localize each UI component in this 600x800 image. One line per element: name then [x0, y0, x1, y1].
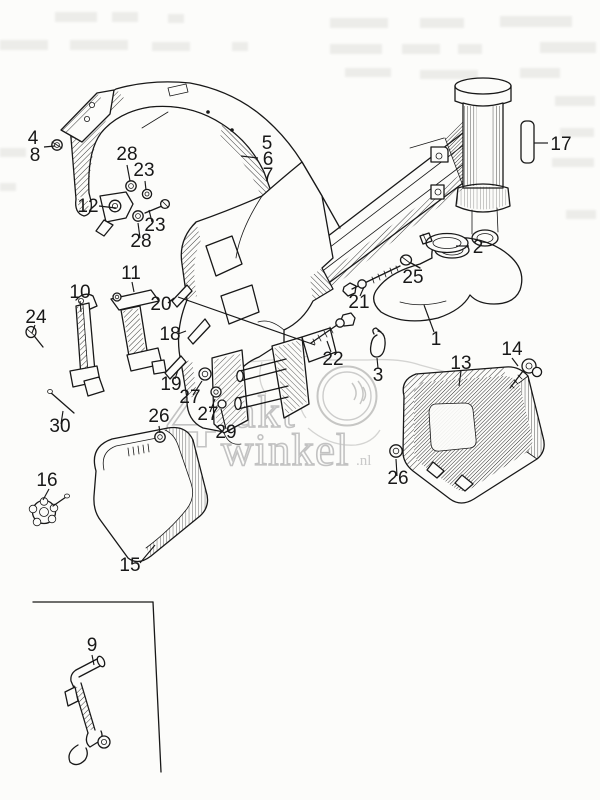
leader-line [220, 408, 227, 430]
leader-line [79, 300, 82, 313]
part-number-29: 29 [215, 422, 236, 443]
leader-line [359, 286, 365, 297]
bolt-4-8 [51, 139, 63, 151]
head-tube [430, 77, 512, 247]
screw-25 [399, 254, 421, 269]
leader-line [158, 425, 161, 434]
part-number-6: 6 [263, 149, 274, 170]
leader-line [192, 380, 203, 396]
part-number-20: 20 [150, 294, 171, 315]
leader-line [43, 145, 56, 148]
bolt-22 [310, 312, 356, 345]
part-number-19: 19 [160, 374, 181, 395]
clamp-12-hardware [95, 180, 171, 237]
watermark-logo-ring-outer [316, 365, 378, 427]
ghost-text-bleed [0, 12, 596, 219]
leader-line [376, 357, 379, 369]
center-body [177, 161, 337, 445]
leader-line [423, 304, 435, 333]
part-number-16: 16 [36, 470, 57, 491]
leader-line [240, 155, 259, 159]
left-side-cover [93, 426, 209, 563]
right-side-cover [402, 366, 545, 504]
inset-box [32, 601, 162, 773]
watermark-word-bottom: winkel [221, 425, 349, 475]
leader-line [144, 180, 147, 191]
part-number-14: 14 [501, 339, 523, 360]
leader-line [177, 296, 316, 346]
part-number-24: 24 [25, 307, 47, 328]
part-number-2: 2 [473, 237, 484, 258]
leader-line [395, 458, 398, 477]
screw-14 [509, 358, 543, 389]
leader-line [42, 488, 50, 501]
leader-line [326, 340, 332, 353]
sticker-17 [520, 120, 535, 164]
leader-line [458, 370, 462, 387]
part-number-13: 13 [450, 353, 471, 374]
frame-drawing [25, 77, 545, 773]
leader-line [98, 205, 117, 209]
hose-clamp [419, 232, 469, 254]
part-number-23: 23 [133, 160, 154, 181]
rod-30 [47, 389, 75, 414]
pad-20 [171, 284, 193, 308]
leader-line [511, 357, 519, 367]
part-number-21: 21 [348, 292, 369, 313]
knob-16 [28, 493, 70, 527]
part-number-3: 3 [373, 365, 384, 386]
pad-18 [187, 318, 211, 345]
stand-9 [64, 655, 111, 766]
leader-line [167, 297, 175, 304]
part-number-27: 27 [197, 404, 218, 425]
bolt-21 [342, 265, 401, 297]
part-number-22: 22 [322, 349, 343, 370]
part-number-12: 12 [77, 196, 98, 217]
part-number-9: 9 [87, 635, 98, 656]
watermark-logo-sprig [351, 380, 367, 405]
wire-clip-3 [369, 327, 386, 358]
part-number-4: 4 [28, 128, 39, 149]
leader-line [91, 654, 95, 666]
part-number-25: 25 [402, 267, 423, 288]
fasteners [154, 367, 403, 458]
bracket-11 [110, 289, 167, 375]
part-number-30: 30 [49, 416, 70, 437]
part-number-11: 11 [121, 263, 141, 284]
part-number-8: 8 [30, 145, 41, 166]
leader-line [209, 398, 216, 413]
part-number-28: 28 [116, 144, 137, 165]
leader-line [177, 330, 187, 335]
part-number-28: 28 [130, 231, 151, 252]
bracket-10 [69, 293, 105, 397]
part-number-1: 1 [431, 329, 442, 350]
part-number-15: 15 [119, 555, 140, 576]
watermark-suffix: .nl [356, 453, 371, 469]
part-number-23: 23 [144, 215, 165, 236]
part-number-27: 27 [179, 387, 200, 408]
part-number-5: 5 [262, 133, 273, 154]
part-number-17: 17 [550, 134, 571, 155]
part-number-26: 26 [387, 468, 408, 489]
part-number-10: 10 [69, 282, 90, 303]
leader-line [174, 369, 179, 380]
part-number-18: 18 [159, 324, 180, 345]
part-number-26: 26 [148, 406, 169, 427]
leader-line [139, 544, 156, 564]
pad-19 [164, 355, 187, 380]
leader-line [137, 222, 141, 239]
leader-line [126, 164, 131, 182]
watermark-logo-ring-inner [322, 371, 372, 421]
screw-24 [25, 325, 44, 348]
leader-line [60, 410, 64, 425]
leader-line [131, 281, 135, 293]
part-number-7: 7 [263, 165, 274, 186]
leader-line [31, 324, 36, 334]
leader-line [148, 209, 153, 223]
